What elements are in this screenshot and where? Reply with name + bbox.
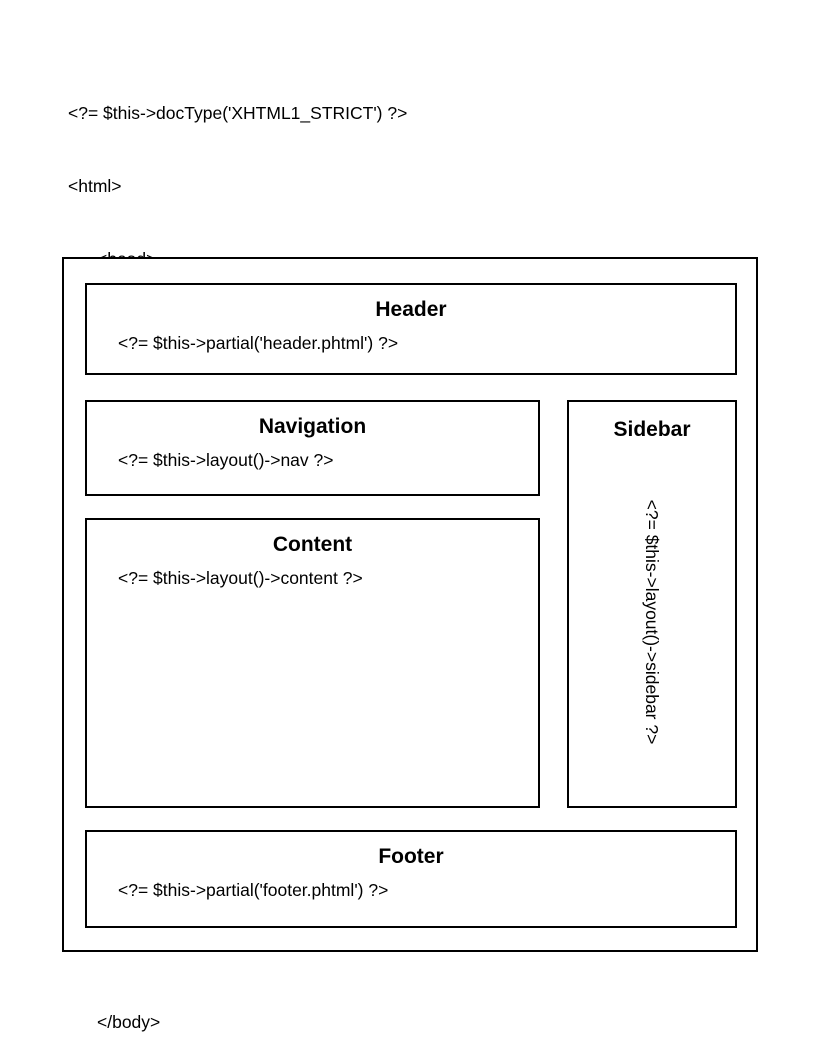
code-line-body-close: </body> [97, 1012, 161, 1033]
sidebar-section-box: Sidebar <?= $this->layout()->sidebar ?> [567, 400, 737, 808]
footer-section-box: Footer <?= $this->partial('footer.phtml'… [85, 830, 737, 928]
navigation-section-box: Navigation <?= $this->layout()->nav ?> [85, 400, 540, 496]
content-layout-code: <?= $this->layout()->content ?> [118, 568, 363, 588]
footer-section-title: Footer [378, 845, 444, 868]
code-line-html-open: <html> [68, 176, 122, 197]
code-line-doctype: <?= $this->docType('XHTML1_STRICT') ?> [68, 103, 408, 124]
navigation-layout-code: <?= $this->layout()->nav ?> [118, 450, 334, 470]
sidebar-layout-code-rotated: <?= $this->layout()->sidebar ?> [642, 499, 662, 745]
footer-partial-code: <?= $this->partial('footer.phtml') ?> [118, 880, 389, 900]
navigation-section-title: Navigation [258, 415, 367, 438]
sidebar-section-title: Sidebar [613, 418, 691, 441]
layout-script-closing-code: </body> </html> [68, 962, 160, 1056]
header-section-box: Header <?= $this->partial('header.phtml'… [85, 283, 737, 375]
header-partial-code: <?= $this->partial('header.phtml') ?> [118, 333, 399, 353]
content-section-title: Content [272, 533, 353, 556]
header-section-title: Header [375, 298, 447, 321]
content-section-box: Content <?= $this->layout()->content ?> [85, 518, 540, 808]
